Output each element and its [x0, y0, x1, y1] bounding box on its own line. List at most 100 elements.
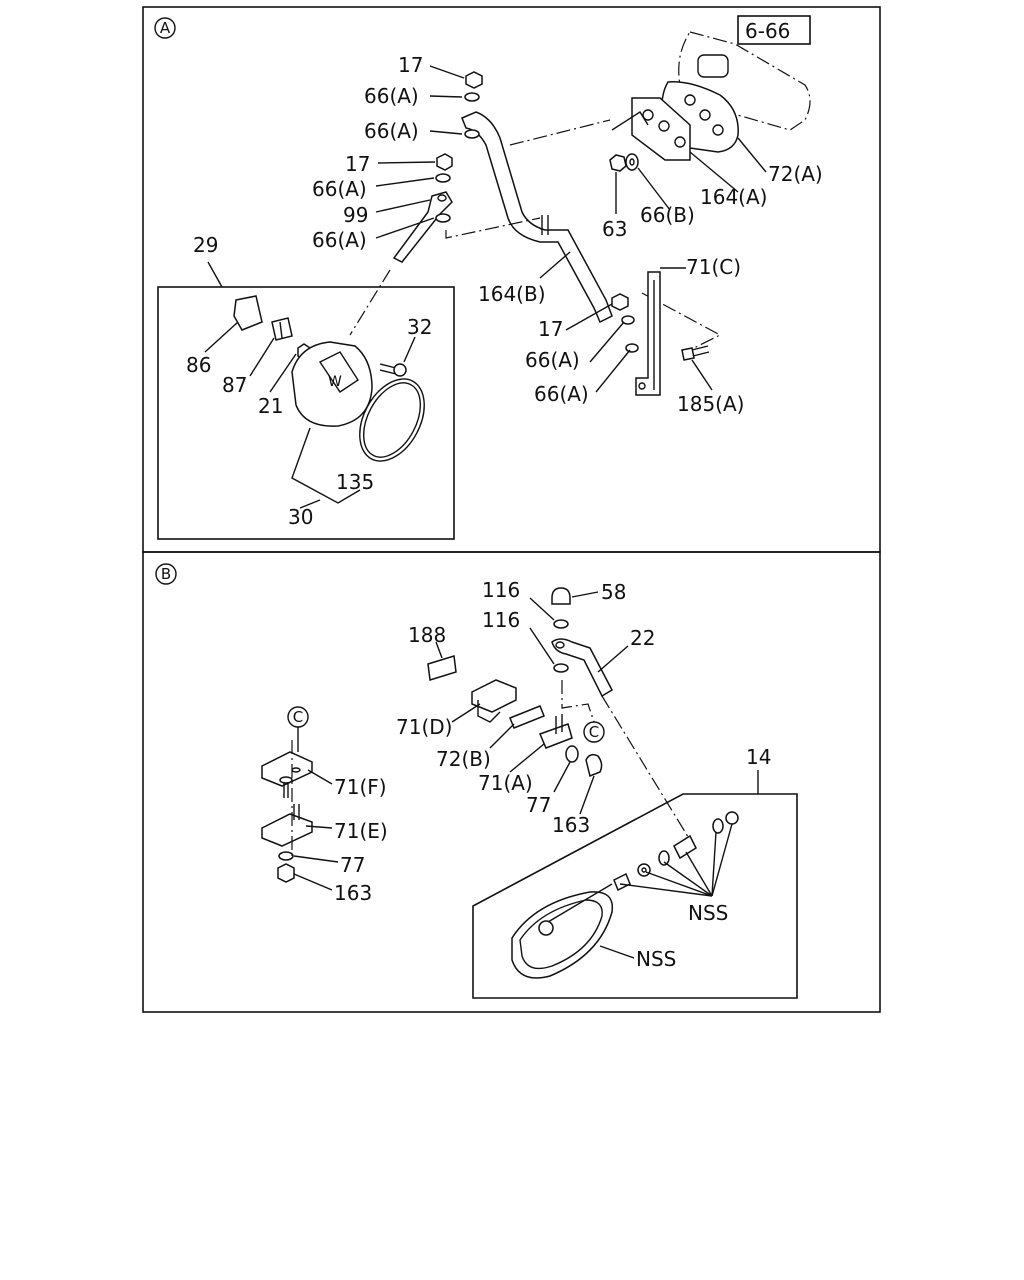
svg-text:C: C	[293, 708, 303, 726]
bracket-71a	[538, 714, 573, 749]
panel-slot	[697, 54, 729, 78]
mirror-stay-164b	[461, 111, 613, 324]
nut-63	[609, 154, 627, 172]
label-71f: 71(F)	[334, 775, 387, 799]
label-87: 87	[222, 373, 247, 397]
clip-87	[271, 317, 293, 341]
mirror-hardware	[613, 811, 739, 892]
c-ref-marker-left: C	[287, 706, 309, 728]
svg-text:B: B	[161, 565, 171, 583]
mirror-arm-99	[392, 191, 453, 263]
bracket-71c	[635, 271, 661, 396]
washer-66b	[625, 153, 639, 171]
washer-116-2	[553, 663, 569, 673]
washer-66a-4	[435, 213, 451, 223]
label-188: 188	[408, 623, 446, 647]
section-a-marker: A	[154, 17, 176, 39]
label-66a-4: 66(A)	[312, 228, 367, 252]
svg-text:C: C	[589, 723, 599, 741]
label-21: 21	[258, 394, 283, 418]
washer-77	[565, 745, 579, 763]
label-66a-2: 66(A)	[364, 119, 419, 143]
label-17-mid: 17	[345, 152, 370, 176]
bolt-185a	[681, 345, 710, 361]
label-72b: 72(B)	[436, 747, 491, 771]
mirror-14	[511, 883, 614, 979]
washer-66a-1	[464, 92, 480, 102]
leaders-a	[204, 65, 767, 509]
washer-66a-3	[435, 173, 451, 183]
section-b-marker: B	[155, 563, 177, 585]
svg-text:A: A	[160, 19, 171, 37]
mirror-mark: W	[328, 374, 342, 390]
sticker-188	[427, 655, 457, 681]
label-164a: 164(A)	[700, 185, 767, 209]
svg-text:6-66: 6-66	[745, 19, 790, 43]
label-63: 63	[602, 217, 627, 241]
cap-86	[233, 295, 263, 331]
assembly-line-1	[509, 119, 611, 146]
label-77: 77	[526, 793, 551, 817]
door-panel-outline	[678, 31, 811, 131]
label-71c: 71(C)	[686, 255, 741, 279]
label-77-left: 77	[340, 853, 365, 877]
label-32: 32	[407, 315, 432, 339]
label-99: 99	[343, 203, 368, 227]
nut-17-low	[611, 293, 629, 311]
label-66a-1: 66(A)	[364, 84, 419, 108]
label-66b: 66(B)	[640, 203, 695, 227]
assembly-line-rod	[601, 695, 691, 841]
label-nss-1: NSS	[688, 901, 728, 925]
washer-77-left	[278, 851, 294, 861]
label-17-top: 17	[398, 53, 423, 77]
mirror-assembly-box	[157, 286, 455, 540]
assembly-line-4	[641, 292, 722, 351]
label-135: 135	[336, 470, 374, 494]
label-66a-5: 66(A)	[525, 348, 580, 372]
assembly-line-3	[349, 269, 391, 336]
label-185a: 185(A)	[677, 392, 744, 416]
label-66a-3: 66(A)	[312, 177, 367, 201]
assembly-line-2	[445, 217, 541, 239]
label-71a: 71(A)	[478, 771, 533, 795]
label-164b: 164(B)	[478, 282, 546, 306]
label-58: 58	[601, 580, 626, 604]
label-86: 86	[186, 353, 211, 377]
mirror-head-30: W	[291, 341, 373, 427]
washer-66a-2	[464, 129, 480, 139]
label-nss-2: NSS	[636, 947, 676, 971]
leaders-b	[293, 591, 759, 959]
label-71d: 71(D)	[396, 715, 452, 739]
label-71e: 71(E)	[334, 819, 388, 843]
label-66a-6: 66(A)	[534, 382, 589, 406]
nut-17-top	[465, 71, 483, 89]
bracket-164a	[611, 97, 691, 161]
c-ref-marker-right: C	[583, 721, 605, 743]
label-163-left: 163	[334, 881, 372, 905]
ref-box-6-66: 6-66	[737, 15, 811, 45]
screw-32	[379, 363, 407, 377]
mirror-glass-135	[359, 378, 425, 462]
bracket-71e	[261, 804, 313, 847]
washer-66a-5	[621, 315, 635, 325]
label-116-1: 116	[482, 578, 520, 602]
nut-17-mid	[436, 153, 453, 171]
label-22: 22	[630, 626, 655, 650]
bracket-71d	[471, 679, 517, 723]
stay-rod-22	[551, 638, 613, 698]
label-29: 29	[193, 233, 218, 257]
label-72a: 72(A)	[768, 162, 823, 186]
label-14: 14	[746, 745, 771, 769]
nut-163-left	[277, 863, 295, 883]
washer-66a-6	[625, 343, 639, 353]
mirror-assembly-box-14	[472, 793, 798, 999]
section-b-frame	[142, 551, 881, 1013]
label-163: 163	[552, 813, 590, 837]
washer-116-1	[553, 619, 569, 629]
label-116-2: 116	[482, 608, 520, 632]
plate-72b	[509, 705, 545, 729]
label-17-low: 17	[538, 317, 563, 341]
assembly-line-c	[561, 680, 595, 723]
screw-71f	[279, 776, 293, 798]
